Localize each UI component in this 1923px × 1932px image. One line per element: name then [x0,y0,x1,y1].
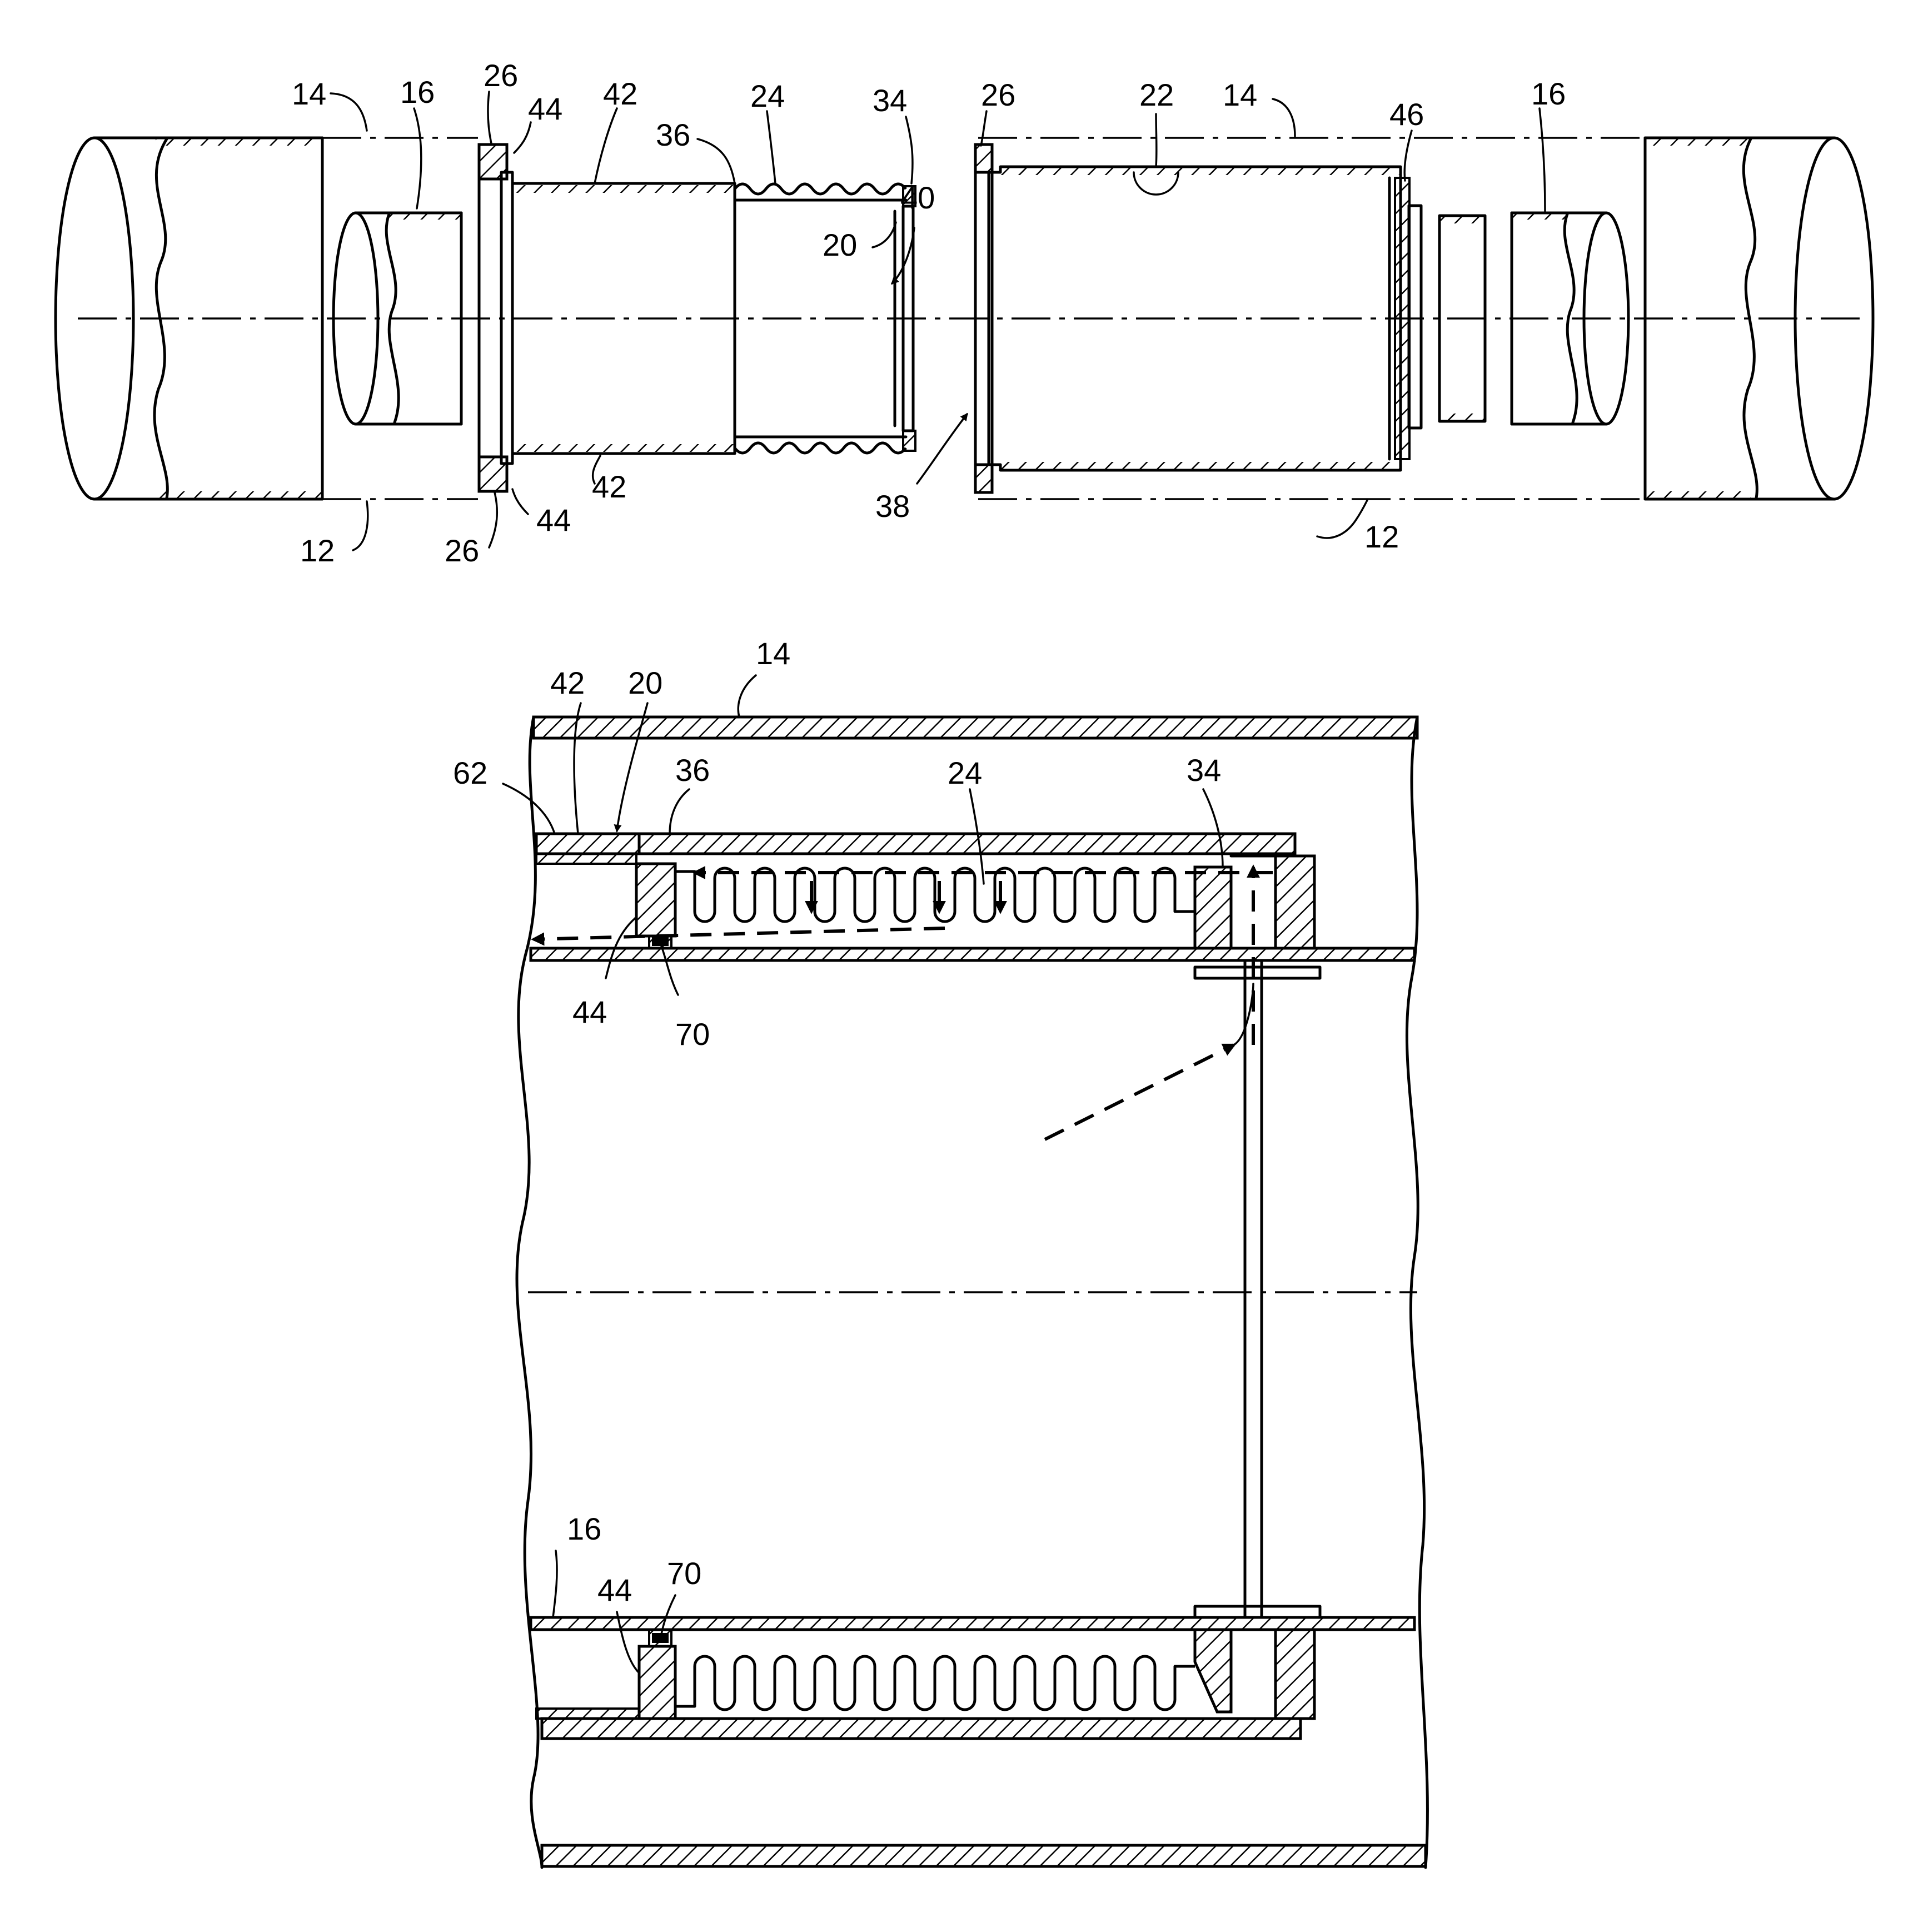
label-b62: 62 [453,755,487,790]
label-46: 46 [1389,97,1424,132]
label-26b: 26 [981,77,1015,112]
label-16b: 16 [1531,76,1566,111]
label-26c: 26 [445,533,479,568]
label-b70: 70 [675,1017,710,1052]
label-44b: 44 [536,502,571,537]
label-b14: 14 [756,636,790,671]
labels-bottom: 14 42 20 62 36 24 34 44 70 16 44 70 [453,636,1221,1607]
label-16: 16 [400,74,435,109]
section-view: 14 42 20 62 36 24 34 44 70 16 44 70 [453,636,1427,1868]
label-42: 42 [603,76,637,111]
label-b34: 34 [1187,753,1221,788]
label-44: 44 [528,91,562,126]
label-b16: 16 [567,1511,601,1546]
bellows-24 [735,184,906,453]
label-b24: 24 [948,755,982,790]
label-14: 14 [292,76,326,111]
label-40: 40 [900,180,935,215]
exploded-view: 14 16 26 44 42 36 24 34 40 20 26 22 14 4… [56,58,1873,568]
leaders-bottom [503,675,1223,1673]
label-36: 36 [656,117,690,152]
ring-46 [1409,206,1421,428]
label-b44: 44 [572,994,607,1029]
label-b36: 36 [675,753,710,788]
label-12: 12 [300,533,335,568]
label-38: 38 [875,489,910,524]
label-14b: 14 [1223,77,1257,112]
label-26: 26 [484,58,518,93]
label-24: 24 [750,78,785,113]
label-b70b: 70 [667,1556,701,1591]
label-22: 22 [1139,77,1174,112]
label-b20: 20 [628,665,662,700]
label-b44b: 44 [597,1572,632,1607]
label-b42: 42 [550,665,585,700]
label-12b: 12 [1364,519,1399,554]
label-34: 34 [873,83,907,118]
label-42b: 42 [592,469,626,504]
label-20: 20 [823,227,857,262]
